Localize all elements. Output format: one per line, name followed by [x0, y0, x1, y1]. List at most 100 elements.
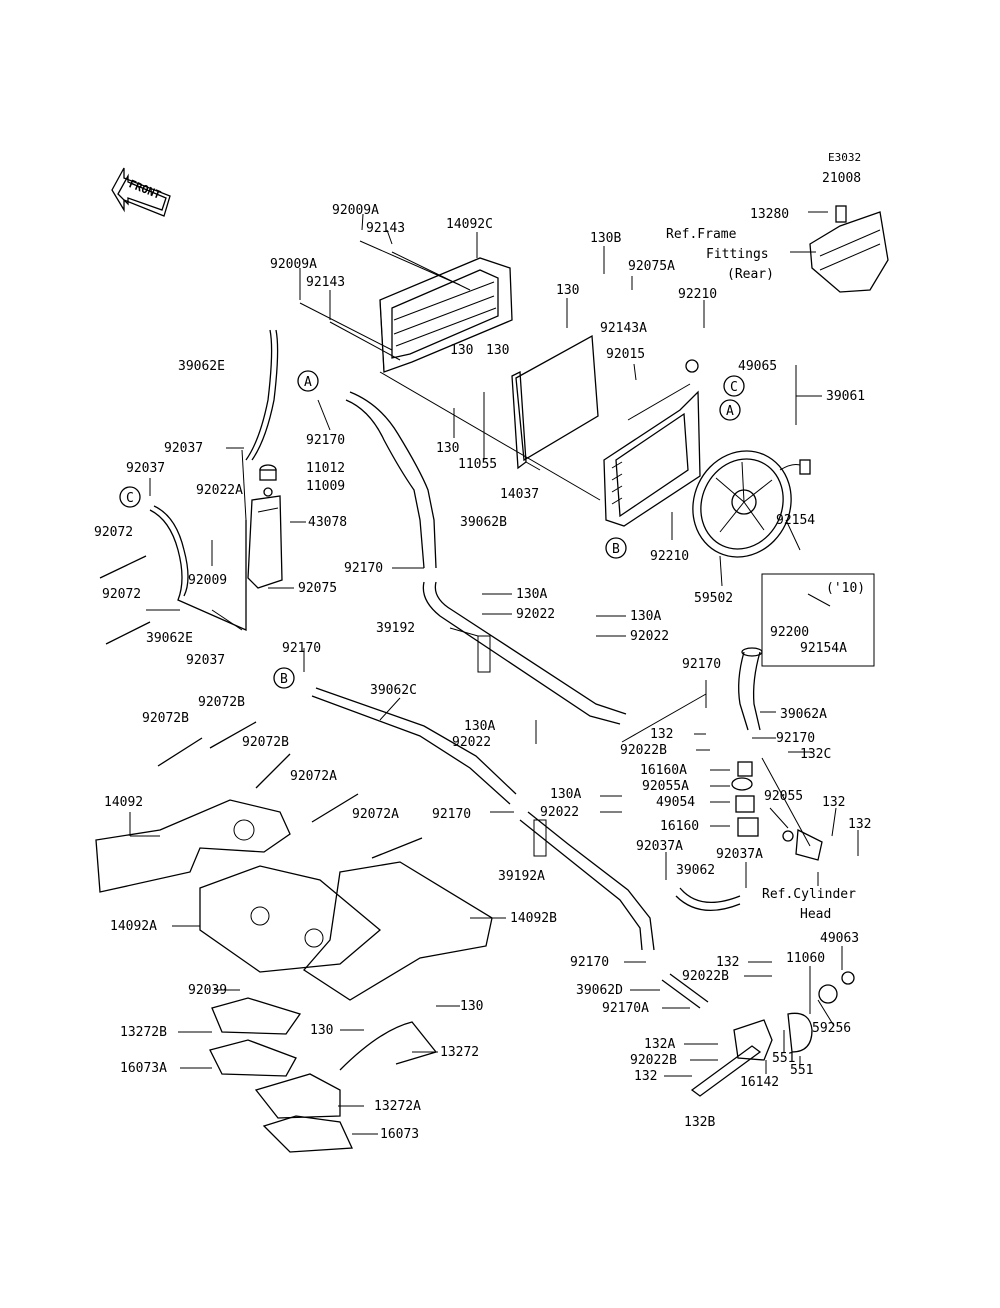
- skid-plates-13272: [209, 997, 438, 1153]
- label-92072b-3: 92072B: [242, 735, 289, 750]
- label-92055a: 92055A: [642, 779, 689, 794]
- label-92037a-1: 92037A: [636, 839, 683, 854]
- label-92170-7: 92170: [570, 955, 609, 970]
- leader-lines: [129, 211, 859, 1135]
- label-39062e-1: 39062E: [178, 359, 225, 374]
- label-130-e: 130: [460, 999, 483, 1014]
- label-92055: 92055: [764, 789, 803, 804]
- label-13272a: 13272A: [374, 1099, 421, 1114]
- model-year-box: [761, 573, 875, 667]
- label-39062: 39062: [676, 863, 715, 878]
- label-92210-2: 92210: [650, 549, 689, 564]
- label-130-f: 130: [310, 1023, 333, 1038]
- callout-b-right: B: [612, 542, 620, 557]
- label-14092b: 14092B: [510, 911, 557, 926]
- ref-cylinder-line-1: Ref.Cylinder: [762, 887, 856, 902]
- label-132c: 132C: [800, 747, 831, 762]
- overflow-hose-39062e: [149, 329, 279, 631]
- callout-a-right: A: [726, 404, 734, 419]
- hose-clamp-bands: [99, 555, 423, 859]
- label-39062a: 39062A: [780, 707, 827, 722]
- callout-b-left: B: [280, 672, 288, 687]
- label-92072b-1: 92072B: [198, 695, 245, 710]
- label-92037-3: 92037: [186, 653, 225, 668]
- label-39062c: 39062C: [370, 683, 417, 698]
- label-132-2: 132: [822, 795, 845, 810]
- label-49065: 49065: [738, 359, 777, 374]
- label-11060: 11060: [786, 951, 825, 966]
- callout-c-right: C: [730, 380, 738, 395]
- label-92022a: 92022A: [196, 483, 243, 498]
- label-14092a: 14092A: [110, 919, 157, 934]
- label-39192a: 39192A: [498, 869, 545, 884]
- label-11009: 11009: [306, 479, 345, 494]
- label-39192: 39192: [376, 621, 415, 636]
- label-130a-4: 130A: [550, 787, 581, 802]
- label-130b: 130B: [590, 231, 621, 246]
- label-11055: 11055: [458, 457, 497, 472]
- label-132-1: 132: [650, 727, 673, 742]
- pipe-39192: [422, 581, 627, 725]
- label-49054: 49054: [656, 795, 695, 810]
- label-13280: 13280: [750, 207, 789, 222]
- hose-39062-outline: [679, 887, 741, 903]
- label-92075: 92075: [298, 581, 337, 596]
- label-132-3: 132: [848, 817, 871, 832]
- label-21008: 21008: [822, 171, 861, 186]
- label-11012: 11012: [306, 461, 345, 476]
- label-92022-3: 92022: [452, 735, 491, 750]
- label-130-d: 130: [436, 441, 459, 456]
- label-92072-1: 92072: [94, 525, 133, 540]
- hose-39062: [675, 895, 741, 911]
- label-92154a: 92154A: [800, 641, 847, 656]
- label-14092c: 14092C: [446, 217, 493, 232]
- label-92210-1: 92210: [678, 287, 717, 302]
- label-92072a-1: 92072A: [290, 769, 337, 784]
- label-13272: 13272: [440, 1045, 479, 1060]
- label-59256: 59256: [812, 1021, 851, 1036]
- label-16073a: 16073A: [120, 1061, 167, 1076]
- label-130a-1: 130A: [516, 587, 547, 602]
- label-92170a: 92170A: [602, 1001, 649, 1016]
- ref-frame-line-2: Fittings: [706, 247, 769, 262]
- label-132-4: 132: [716, 955, 739, 970]
- label-132a: 132A: [644, 1037, 675, 1052]
- label-16160a: 16160A: [640, 763, 687, 778]
- label-92009a-2: 92009A: [270, 257, 317, 272]
- label-92072a-2: 92072A: [352, 807, 399, 822]
- label-14037: 14037: [500, 487, 539, 502]
- frame-fitting-ref: [809, 205, 889, 293]
- label-43078: 43078: [308, 515, 347, 530]
- label-92170-4: 92170: [682, 657, 721, 672]
- thermostat-housing-16160: [731, 757, 823, 861]
- ref-frame-line-3: (Rear): [727, 267, 774, 282]
- label-92143-1: 92143: [366, 221, 405, 236]
- label-92015: 92015: [606, 347, 645, 362]
- label-92022b-2: 92022B: [682, 969, 729, 984]
- label-130a-3: 130A: [464, 719, 495, 734]
- label-551-2: 551: [790, 1063, 813, 1078]
- label-92037-2: 92037: [126, 461, 165, 476]
- label-92143a: 92143A: [600, 321, 647, 336]
- label-92022b-1: 92022B: [620, 743, 667, 758]
- label-130a-2: 130A: [630, 609, 661, 624]
- part-number-labels: E3032 21008 13280 92009A 92143 14092C 13…: [94, 151, 871, 1142]
- label-92037-1: 92037: [164, 441, 203, 456]
- label-92170-2: 92170: [344, 561, 383, 576]
- label-92037a-2: 92037A: [716, 847, 763, 862]
- label-92072b-2: 92072B: [142, 711, 189, 726]
- label-132b: 132B: [684, 1115, 715, 1130]
- label-13272b: 13272B: [120, 1025, 167, 1040]
- label-92170-6: 92170: [432, 807, 471, 822]
- label-92009a-1: 92009A: [332, 203, 379, 218]
- callout-a-left: A: [304, 375, 312, 390]
- cooling-fan-59502: [692, 450, 811, 558]
- pipe-39192a: [519, 811, 655, 951]
- label-92022b-3: 92022B: [630, 1053, 677, 1068]
- label-16142: 16142: [740, 1075, 779, 1090]
- hose-39062a: [738, 647, 763, 731]
- label-551-1: 551: [772, 1051, 795, 1066]
- label-16073: 16073: [380, 1127, 419, 1142]
- label-92143-2: 92143: [306, 275, 345, 290]
